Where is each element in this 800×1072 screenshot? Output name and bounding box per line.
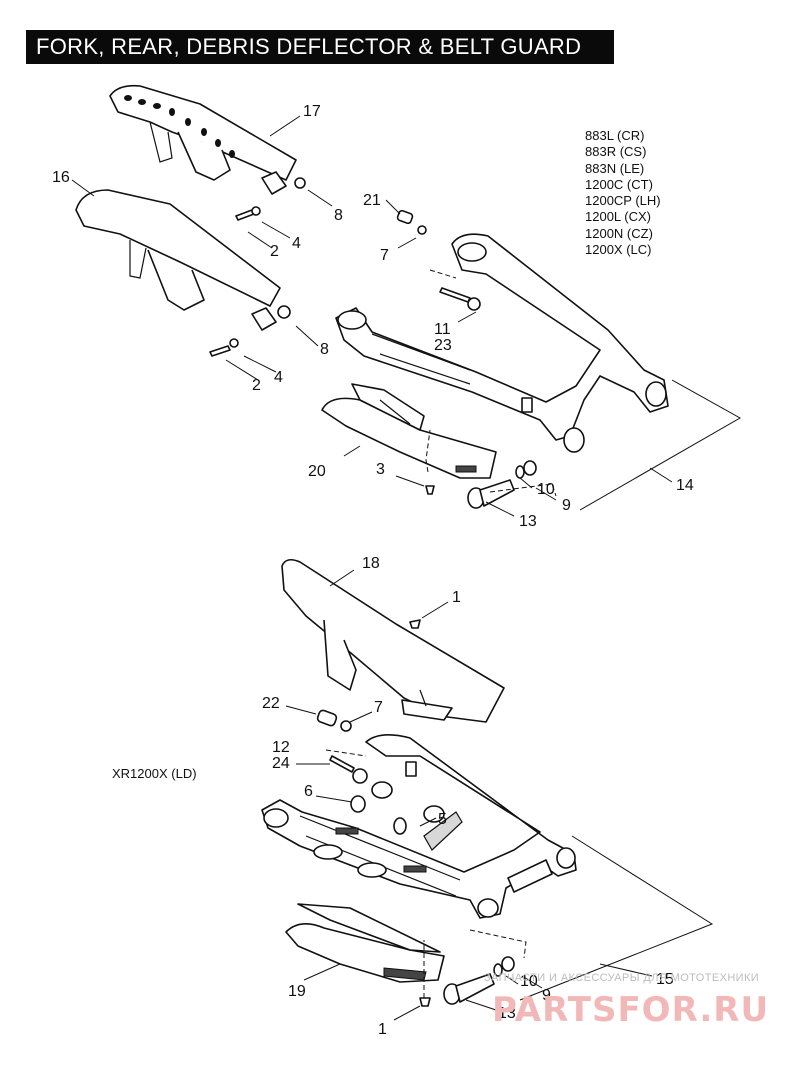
callout-11: 11 xyxy=(434,321,451,338)
callout-23: 23 xyxy=(434,337,452,354)
callout-3: 3 xyxy=(376,461,385,478)
part-14-swingarm xyxy=(335,233,669,453)
callout-20: 20 xyxy=(308,463,326,480)
callout-24: 24 xyxy=(272,755,290,772)
callout-19: 19 xyxy=(288,983,306,1000)
model-item: 1200L (CX) xyxy=(585,209,651,225)
callout-13: 13 xyxy=(498,1005,516,1022)
part-17-belt-guard xyxy=(109,84,306,195)
model-item: 883R (CS) xyxy=(585,144,647,160)
leaders-upper xyxy=(71,115,742,517)
callout-8: 8 xyxy=(320,341,329,358)
axle-hardware-upper xyxy=(467,460,537,509)
callout-9: 9 xyxy=(562,497,571,514)
model-item: 1200CP (LH) xyxy=(585,193,661,209)
hardware-upper xyxy=(209,206,481,357)
part-16-belt-guard xyxy=(75,189,291,331)
callout-12: 12 xyxy=(272,739,290,756)
callout-6: 6 xyxy=(304,783,313,800)
callout-18: 18 xyxy=(362,555,380,572)
callout-22: 22 xyxy=(262,695,280,712)
callout-10: 10 xyxy=(537,481,555,498)
model-item: 1200X (LC) xyxy=(585,242,652,258)
variant-label: XR1200X (LD) xyxy=(112,766,197,781)
callout-21: 21 xyxy=(363,192,381,209)
callout-4: 4 xyxy=(292,235,301,252)
model-item: 883L (CR) xyxy=(585,128,645,143)
callout-2: 2 xyxy=(252,377,261,394)
axle-hardware-lower xyxy=(443,956,515,1005)
callout-labels: 17 16 8 4 2 21 7 11 23 8 4 2 14 20 3 10 … xyxy=(52,103,694,1038)
part-20-debris-deflector xyxy=(321,383,497,495)
callout-15: 15 xyxy=(656,971,674,988)
callout-4: 4 xyxy=(274,369,283,386)
callout-1: 1 xyxy=(378,1021,387,1038)
callout-16: 16 xyxy=(52,169,70,186)
model-item: 883N (LE) xyxy=(585,160,645,176)
watermark-logo: PARTSFOR.RU xyxy=(492,990,770,1030)
callout-8: 8 xyxy=(334,207,343,224)
callout-7: 7 xyxy=(380,247,389,264)
page-title: FORK, REAR, DEBRIS DEFLECTOR & BELT GUAR… xyxy=(26,30,614,64)
callout-9: 9 xyxy=(542,987,551,1004)
callout-17: 17 xyxy=(303,103,321,120)
hardware-lower xyxy=(316,619,445,835)
leaders-lower xyxy=(285,569,714,1021)
callout-13: 13 xyxy=(519,513,537,530)
model-item: 1200C (CT) xyxy=(585,176,653,192)
model-item: 1200N (CZ) xyxy=(585,225,653,241)
model-list: 883L (CR) 883R (CS) 883N (LE) 1200C (CT)… xyxy=(585,128,661,258)
callout-1: 1 xyxy=(452,589,461,606)
part-18-belt-guard xyxy=(281,558,505,723)
callout-10: 10 xyxy=(520,973,538,990)
callout-14: 14 xyxy=(676,477,694,494)
callout-2: 2 xyxy=(270,243,279,260)
callout-7: 7 xyxy=(374,699,383,716)
part-15-swingarm xyxy=(261,734,577,919)
part-19-debris-deflector xyxy=(285,903,445,1007)
watermark-tagline: ЗАПЧАСТИ И АКСЕССУАРЫ ДЛЯ МОТОТЕХНИКИ xyxy=(484,972,760,984)
callout-5: 5 xyxy=(438,811,447,828)
